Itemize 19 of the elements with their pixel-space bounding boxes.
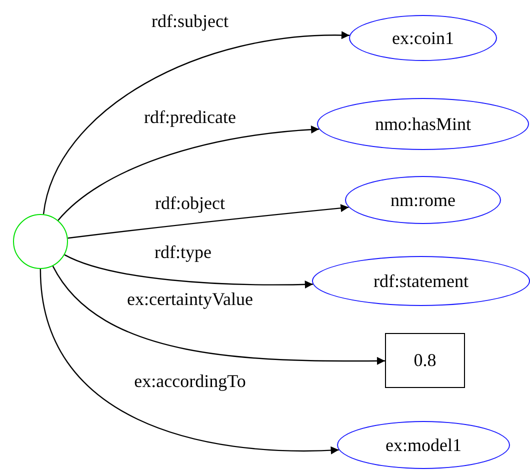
- resource-ellipse: nmo:hasMint: [317, 98, 529, 150]
- arrow: [58, 126, 320, 221]
- edge-label: rdf:predicate: [142, 108, 238, 128]
- arrow: [68, 204, 349, 239]
- resource-ellipse: ex:coin1: [349, 15, 497, 61]
- resource-ellipse: ex:model1: [337, 421, 510, 469]
- node-circle: [13, 214, 68, 269]
- edge-label: rdf:subject: [150, 12, 230, 32]
- literal-box: 0.8: [385, 333, 465, 388]
- arrow: [64, 254, 313, 288]
- arrow: [40, 268, 339, 454]
- edge-label: rdf:object: [153, 194, 227, 214]
- arrow: [52, 266, 385, 365]
- arrow: [42, 31, 350, 214]
- resource-ellipse: rdf:statement: [312, 256, 530, 306]
- edge-label: ex:accordingTo: [132, 372, 248, 392]
- edge-label: ex:certaintyValue: [125, 290, 255, 310]
- edge-label: rdf:type: [152, 243, 214, 263]
- resource-ellipse: nm:rome: [345, 176, 501, 224]
